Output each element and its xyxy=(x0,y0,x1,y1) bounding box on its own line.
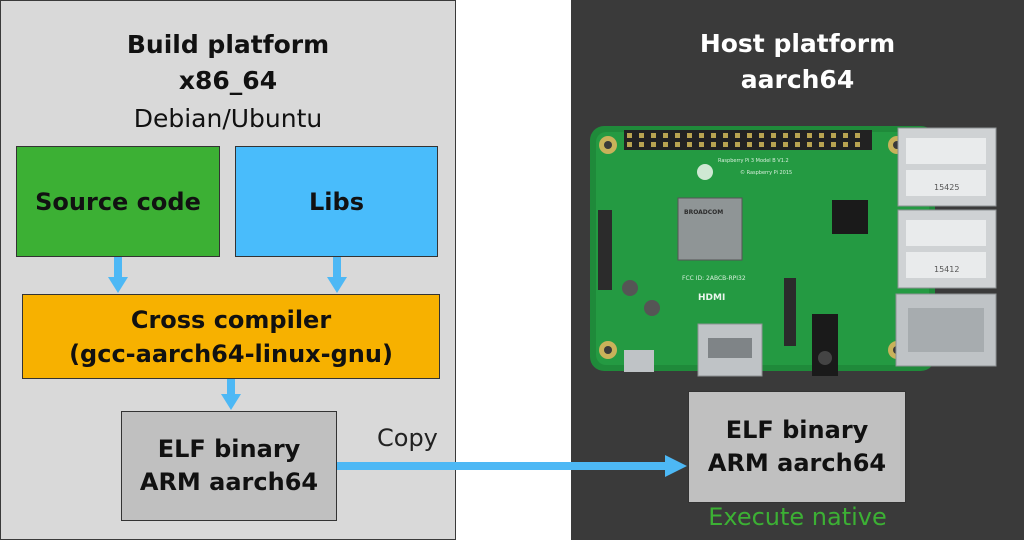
elf-arch-host-label: ARM aarch64 xyxy=(707,449,887,477)
pcb-inner xyxy=(596,132,929,365)
libs-label: Libs xyxy=(309,187,364,216)
source-code-label: Source code xyxy=(35,187,201,216)
arrow-source-to-compiler xyxy=(114,257,122,279)
hdmi-silk-text: HDMI xyxy=(698,293,725,303)
arrow-head-compiler xyxy=(221,394,241,410)
build-arch-label: x86_64 xyxy=(178,66,278,95)
raspberry-logo-icon xyxy=(697,164,713,180)
libs-box: Libs xyxy=(235,146,438,257)
capacitor xyxy=(644,300,660,316)
lan-chip xyxy=(832,200,868,234)
elf-binary-host-label: ELF binary xyxy=(725,416,869,444)
board-model-text: Raspberry Pi 3 Model B V1.2 xyxy=(718,158,789,164)
arrow-libs-to-compiler xyxy=(333,257,341,279)
arrow-copy xyxy=(337,462,667,470)
host-arch-label: aarch64 xyxy=(740,65,855,94)
usb-top-label: 15425 xyxy=(934,183,959,192)
copy-label: Copy xyxy=(377,424,438,452)
cross-compiler-package: (gcc-aarch64-linux-gnu) xyxy=(69,339,393,368)
display-connector xyxy=(598,210,612,290)
usb-bottom-label: 15412 xyxy=(934,265,959,274)
soc-chip xyxy=(677,197,743,261)
micro-usb-port xyxy=(624,350,654,372)
capacitor xyxy=(622,280,638,296)
elf-binary-host-box: ELF binary ARM aarch64 xyxy=(688,391,906,503)
cross-compiler-box: Cross compiler (gcc-aarch64-linux-gnu) xyxy=(22,294,440,379)
cross-compiler-label: Cross compiler xyxy=(130,305,332,334)
camera-connector xyxy=(784,278,796,346)
build-platform-title: Build platform xyxy=(126,30,330,59)
elf-arch-label: ARM aarch64 xyxy=(139,468,319,496)
elf-binary-build-box: ELF binary ARM aarch64 xyxy=(121,411,337,521)
execute-native-label: Execute native xyxy=(708,503,887,531)
build-os-label: Debian/Ubuntu xyxy=(133,104,323,133)
elf-binary-label: ELF binary xyxy=(157,435,301,463)
host-platform-title: Host platform xyxy=(699,29,896,58)
audio-jack xyxy=(812,314,838,376)
arrow-head-source xyxy=(108,277,128,293)
arrow-head-copy xyxy=(665,455,687,477)
raspberry-pi-board-image: Raspberry Pi 3 Model B V1.2 © Raspberry … xyxy=(590,126,997,377)
chip-brand-text: BROADCOM xyxy=(684,209,723,216)
source-code-box: Source code xyxy=(16,146,220,257)
arrow-head-libs xyxy=(327,277,347,293)
fcc-text: FCC ID: 2ABCB-RPI32 xyxy=(682,275,746,282)
board-year-text: © Raspberry Pi 2015 xyxy=(740,169,792,176)
arrow-compiler-to-elf xyxy=(227,379,235,396)
